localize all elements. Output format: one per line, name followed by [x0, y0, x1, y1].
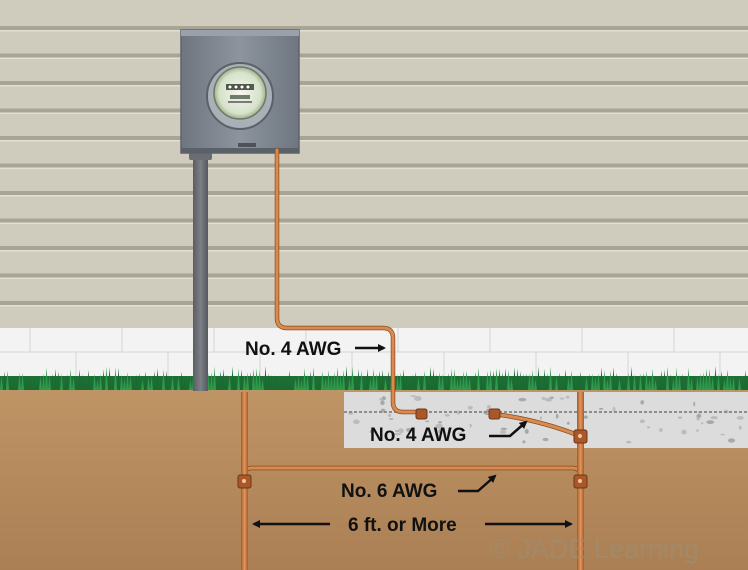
siding-board-highlight	[0, 250, 748, 252]
concrete-speck	[445, 414, 450, 417]
concrete-speck	[556, 414, 559, 419]
concrete-speck	[550, 397, 554, 399]
rebar-clamp-left	[416, 409, 427, 419]
concrete-speck	[468, 406, 473, 410]
concrete-speck	[659, 428, 663, 432]
concrete-speck	[640, 419, 645, 423]
concrete-speck	[560, 397, 565, 399]
concrete-speck	[711, 416, 718, 419]
concrete-speck	[728, 438, 735, 442]
concrete-speck	[599, 408, 603, 410]
concrete-speck	[425, 420, 429, 422]
concrete-speck	[693, 402, 695, 407]
concrete-speck	[647, 426, 650, 428]
siding-board-edge	[0, 301, 748, 305]
service-conduit	[193, 148, 208, 391]
concrete-speck	[566, 396, 570, 399]
concrete-speck	[501, 428, 507, 431]
concrete-speck	[500, 430, 507, 433]
siding-board-highlight	[0, 140, 748, 142]
rebar-clamp-right	[489, 409, 500, 419]
siding-board-edge	[0, 164, 748, 168]
concrete-speck	[469, 424, 471, 428]
concrete-speck	[522, 440, 525, 443]
siding-board-edge	[0, 109, 748, 113]
concrete-speck	[701, 422, 704, 424]
siding-board-edge	[0, 26, 748, 30]
siding-board-highlight	[0, 85, 748, 87]
concrete-speck	[626, 441, 632, 444]
concrete-speck	[706, 420, 714, 424]
concrete-speck	[388, 414, 391, 417]
siding-board-highlight	[0, 58, 748, 60]
concrete-speck	[696, 429, 698, 432]
concrete-speck	[438, 421, 442, 423]
electric-meter	[214, 67, 266, 119]
siding-board-highlight	[0, 30, 748, 32]
siding-board-edge	[0, 191, 748, 195]
siding-board-edge	[0, 136, 748, 140]
siding-board-edge	[0, 54, 748, 58]
meter-base	[181, 30, 299, 153]
concrete-speck	[584, 415, 588, 419]
label-concrete-conductor: No. 4 AWG	[370, 425, 466, 446]
concrete-speck	[567, 422, 570, 425]
label-spacing: 6 ft. or More	[348, 515, 457, 536]
concrete-speck	[525, 429, 529, 434]
concrete-speck	[380, 400, 384, 405]
siding-board-highlight	[0, 113, 748, 115]
siding-board-highlight	[0, 223, 748, 225]
concrete-speck	[739, 426, 742, 430]
concrete-speck	[353, 419, 360, 424]
concrete-speck	[720, 434, 724, 436]
label-service-conductor: No. 4 AWG	[245, 339, 341, 360]
siding-board-edge	[0, 274, 748, 278]
siding-board-edge	[0, 81, 748, 85]
concrete-speck	[640, 400, 644, 404]
concrete-speck	[678, 416, 683, 419]
siding-board-edge	[0, 219, 748, 223]
concrete-speck	[540, 416, 542, 420]
siding-board-highlight	[0, 278, 748, 280]
concrete-speck	[542, 397, 546, 400]
concrete-speck	[518, 398, 526, 402]
siding-board-highlight	[0, 305, 748, 307]
siding-board-highlight	[0, 168, 748, 170]
siding-board-edge	[0, 246, 748, 250]
concrete-speck	[543, 438, 549, 441]
siding-board-highlight	[0, 195, 748, 197]
concrete-speck	[410, 395, 416, 397]
watermark: © JADE Learning	[490, 534, 699, 564]
concrete-speck	[696, 414, 701, 418]
concrete-speck	[737, 416, 744, 420]
label-bonding-jumper: No. 6 AWG	[341, 481, 437, 502]
concrete-speck	[379, 398, 382, 401]
concrete-speck	[681, 430, 686, 435]
concrete-speck	[389, 418, 393, 420]
